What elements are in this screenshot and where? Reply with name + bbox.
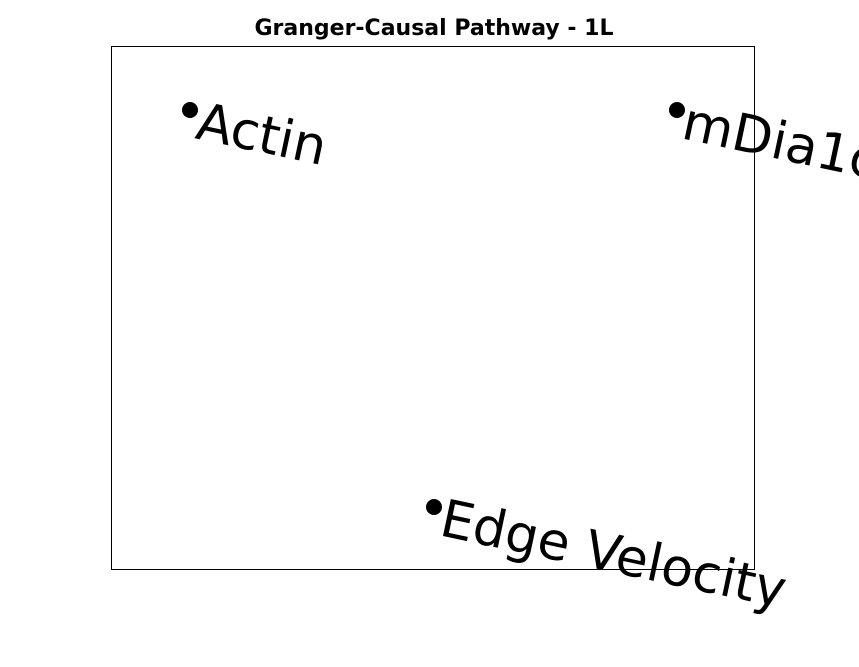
node-label-edge-velocity: Edge Velocity: [435, 489, 791, 621]
node-label-actin: Actin: [191, 92, 332, 178]
node-marker-edge-velocity: [426, 499, 442, 515]
plot-title: Granger-Causal Pathway - 1L: [254, 16, 614, 41]
node-marker-mdia1c: [669, 102, 685, 118]
axes-frame: [111, 46, 755, 570]
node-label-mdia1c: mDia1c: [677, 92, 859, 192]
node-marker-actin: [182, 102, 198, 118]
node-actin: Actin: [182, 92, 332, 178]
node-mdia1c: mDia1c: [669, 92, 859, 192]
node-edge-velocity: Edge Velocity: [426, 489, 791, 621]
